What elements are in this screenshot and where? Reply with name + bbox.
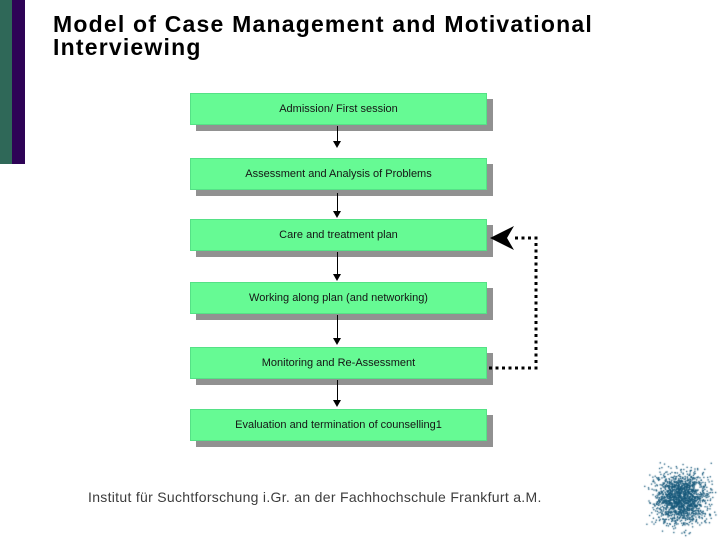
flow-box-admission: Admission/ First session — [190, 93, 487, 125]
dot-cloud-logo — [636, 451, 720, 540]
flow-box-working-plan: Working along plan (and networking) — [190, 282, 487, 314]
flow-box-assessment: Assessment and Analysis of Problems — [190, 158, 487, 190]
down-arrow-icon — [333, 193, 342, 218]
flow-box-evaluation: Evaluation and termination of counsellin… — [190, 409, 487, 441]
flow-box-monitoring: Monitoring and Re-Assessment — [190, 347, 487, 379]
down-arrow-icon — [333, 380, 342, 407]
down-arrow-icon — [333, 315, 342, 345]
flow-box-care-plan: Care and treatment plan — [190, 219, 487, 251]
left-accent-bar-purple — [12, 0, 25, 164]
down-arrow-icon — [333, 252, 342, 281]
footer-text: Institut für Suchtforschung i.Gr. an der… — [88, 489, 542, 505]
down-arrow-icon — [333, 126, 342, 148]
slide-title: Model of Case Management and Motivationa… — [53, 11, 593, 60]
left-accent-bar-green — [0, 0, 12, 164]
